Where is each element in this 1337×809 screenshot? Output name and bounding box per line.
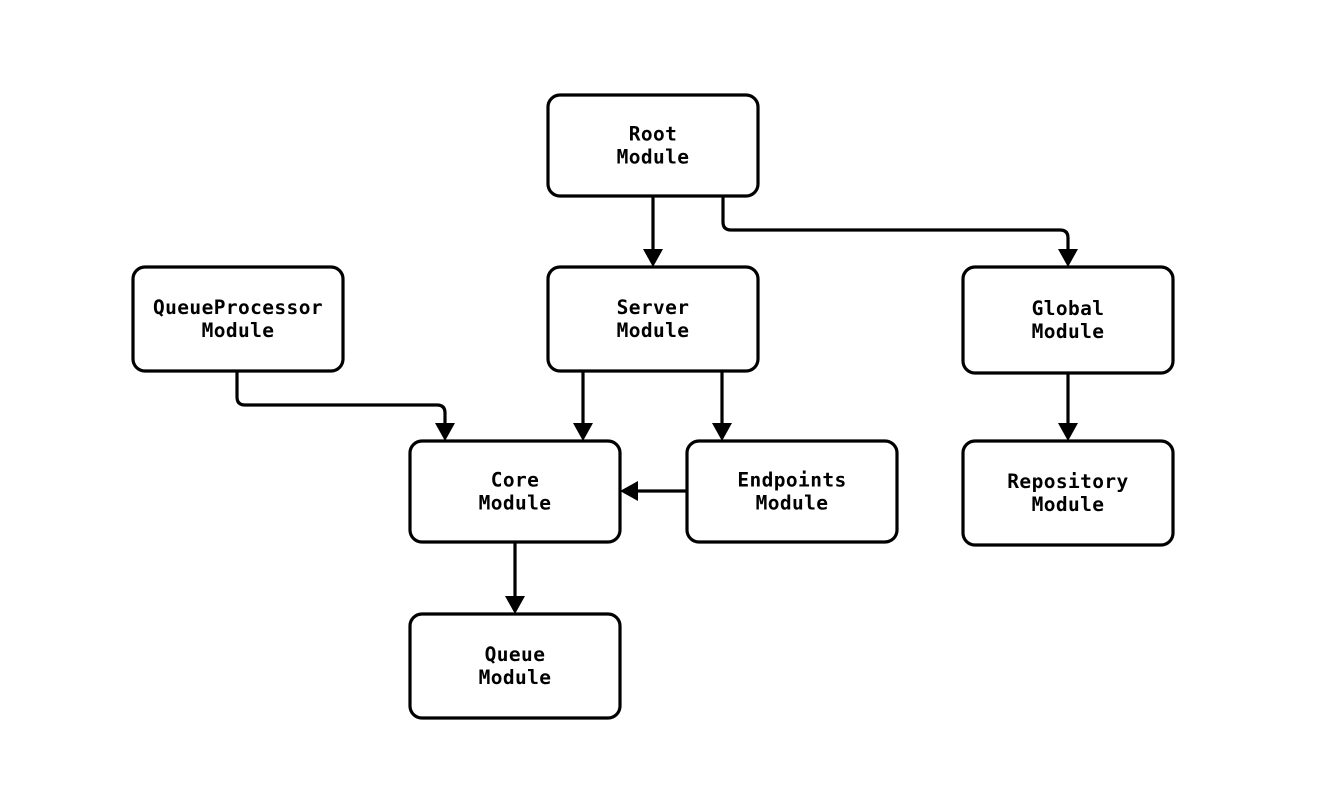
node-box[interactable] <box>961 265 1175 375</box>
node-label-line1: Core <box>491 468 540 491</box>
arrowhead-icon <box>712 423 732 441</box>
node-label-line2: Module <box>617 145 690 168</box>
node-label-line1: Queue <box>485 643 546 666</box>
arrowhead-icon <box>573 423 593 441</box>
arrowhead-icon <box>435 423 455 441</box>
arrowhead-icon <box>505 596 525 614</box>
node-box[interactable] <box>546 93 760 198</box>
node-label-line1: Root <box>629 122 678 145</box>
node-label-line2: Module <box>756 491 829 514</box>
edge-root-to-server <box>643 196 663 267</box>
edge-line <box>235 371 447 423</box>
arrowhead-icon <box>643 249 663 267</box>
edge-queueprocessor-to-core <box>235 371 455 441</box>
node-label-line1: QueueProcessor <box>153 296 323 319</box>
node-label-line2: Module <box>202 319 275 342</box>
node-label-line2: Module <box>617 319 690 342</box>
node-label-line2: Module <box>479 491 552 514</box>
node-label-line1: Global <box>1032 297 1105 320</box>
node-box[interactable] <box>961 439 1175 547</box>
edge-global-to-repository <box>1058 373 1078 441</box>
edge-endpoints-to-core <box>620 481 687 501</box>
node-box[interactable] <box>131 265 345 373</box>
node-label-line1: Server <box>617 296 690 319</box>
arrowhead-icon <box>1058 249 1078 267</box>
node-box[interactable] <box>546 265 760 373</box>
edge-line <box>721 196 1070 249</box>
edge-root-to-global <box>721 196 1078 267</box>
arrowhead-icon <box>620 481 638 501</box>
node-box[interactable] <box>685 439 899 544</box>
edge-server-to-endpoints <box>712 371 732 441</box>
node-label-line2: Module <box>1032 320 1105 343</box>
node-box[interactable] <box>408 439 622 544</box>
edges-layer <box>235 196 1078 614</box>
node-label-line1: Repository <box>1007 470 1128 493</box>
edge-core-to-queue <box>505 542 525 614</box>
node-label-line2: Module <box>1032 493 1105 516</box>
node-label-line2: Module <box>479 666 552 689</box>
edge-server-to-core <box>573 371 593 441</box>
node-box[interactable] <box>408 612 622 720</box>
arrowhead-icon <box>1058 423 1078 441</box>
node-label-line1: Endpoints <box>737 468 846 491</box>
